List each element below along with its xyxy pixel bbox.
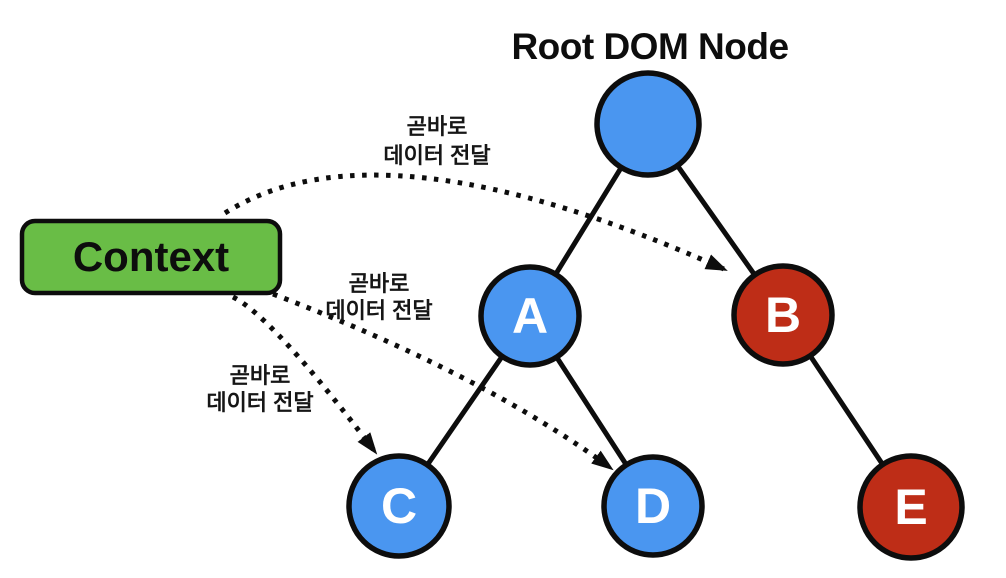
- context-arrows: [223, 172, 728, 472]
- context-box-label: Context: [73, 233, 229, 280]
- diagram-title: Root DOM Node: [511, 26, 788, 67]
- node-label-A: A: [512, 288, 548, 344]
- node-B: [731, 263, 835, 367]
- context-arrow-to-C: [231, 294, 378, 455]
- context-box-rect: [19, 218, 283, 296]
- node-label-D: D: [635, 478, 671, 534]
- node-label-C: C: [381, 478, 417, 534]
- node-E: [857, 453, 965, 561]
- node-label-B: B: [765, 287, 801, 343]
- node-root: [594, 70, 702, 178]
- context-arrow-to-D: [272, 291, 614, 472]
- node-label-E: E: [894, 479, 927, 535]
- node-A: [478, 264, 582, 368]
- node-C: [346, 453, 452, 559]
- tree-nodes: A B C D E: [346, 70, 965, 561]
- context-box: Context: [19, 218, 283, 296]
- node-D: [601, 454, 705, 558]
- context-arrow-to-B: [223, 172, 728, 273]
